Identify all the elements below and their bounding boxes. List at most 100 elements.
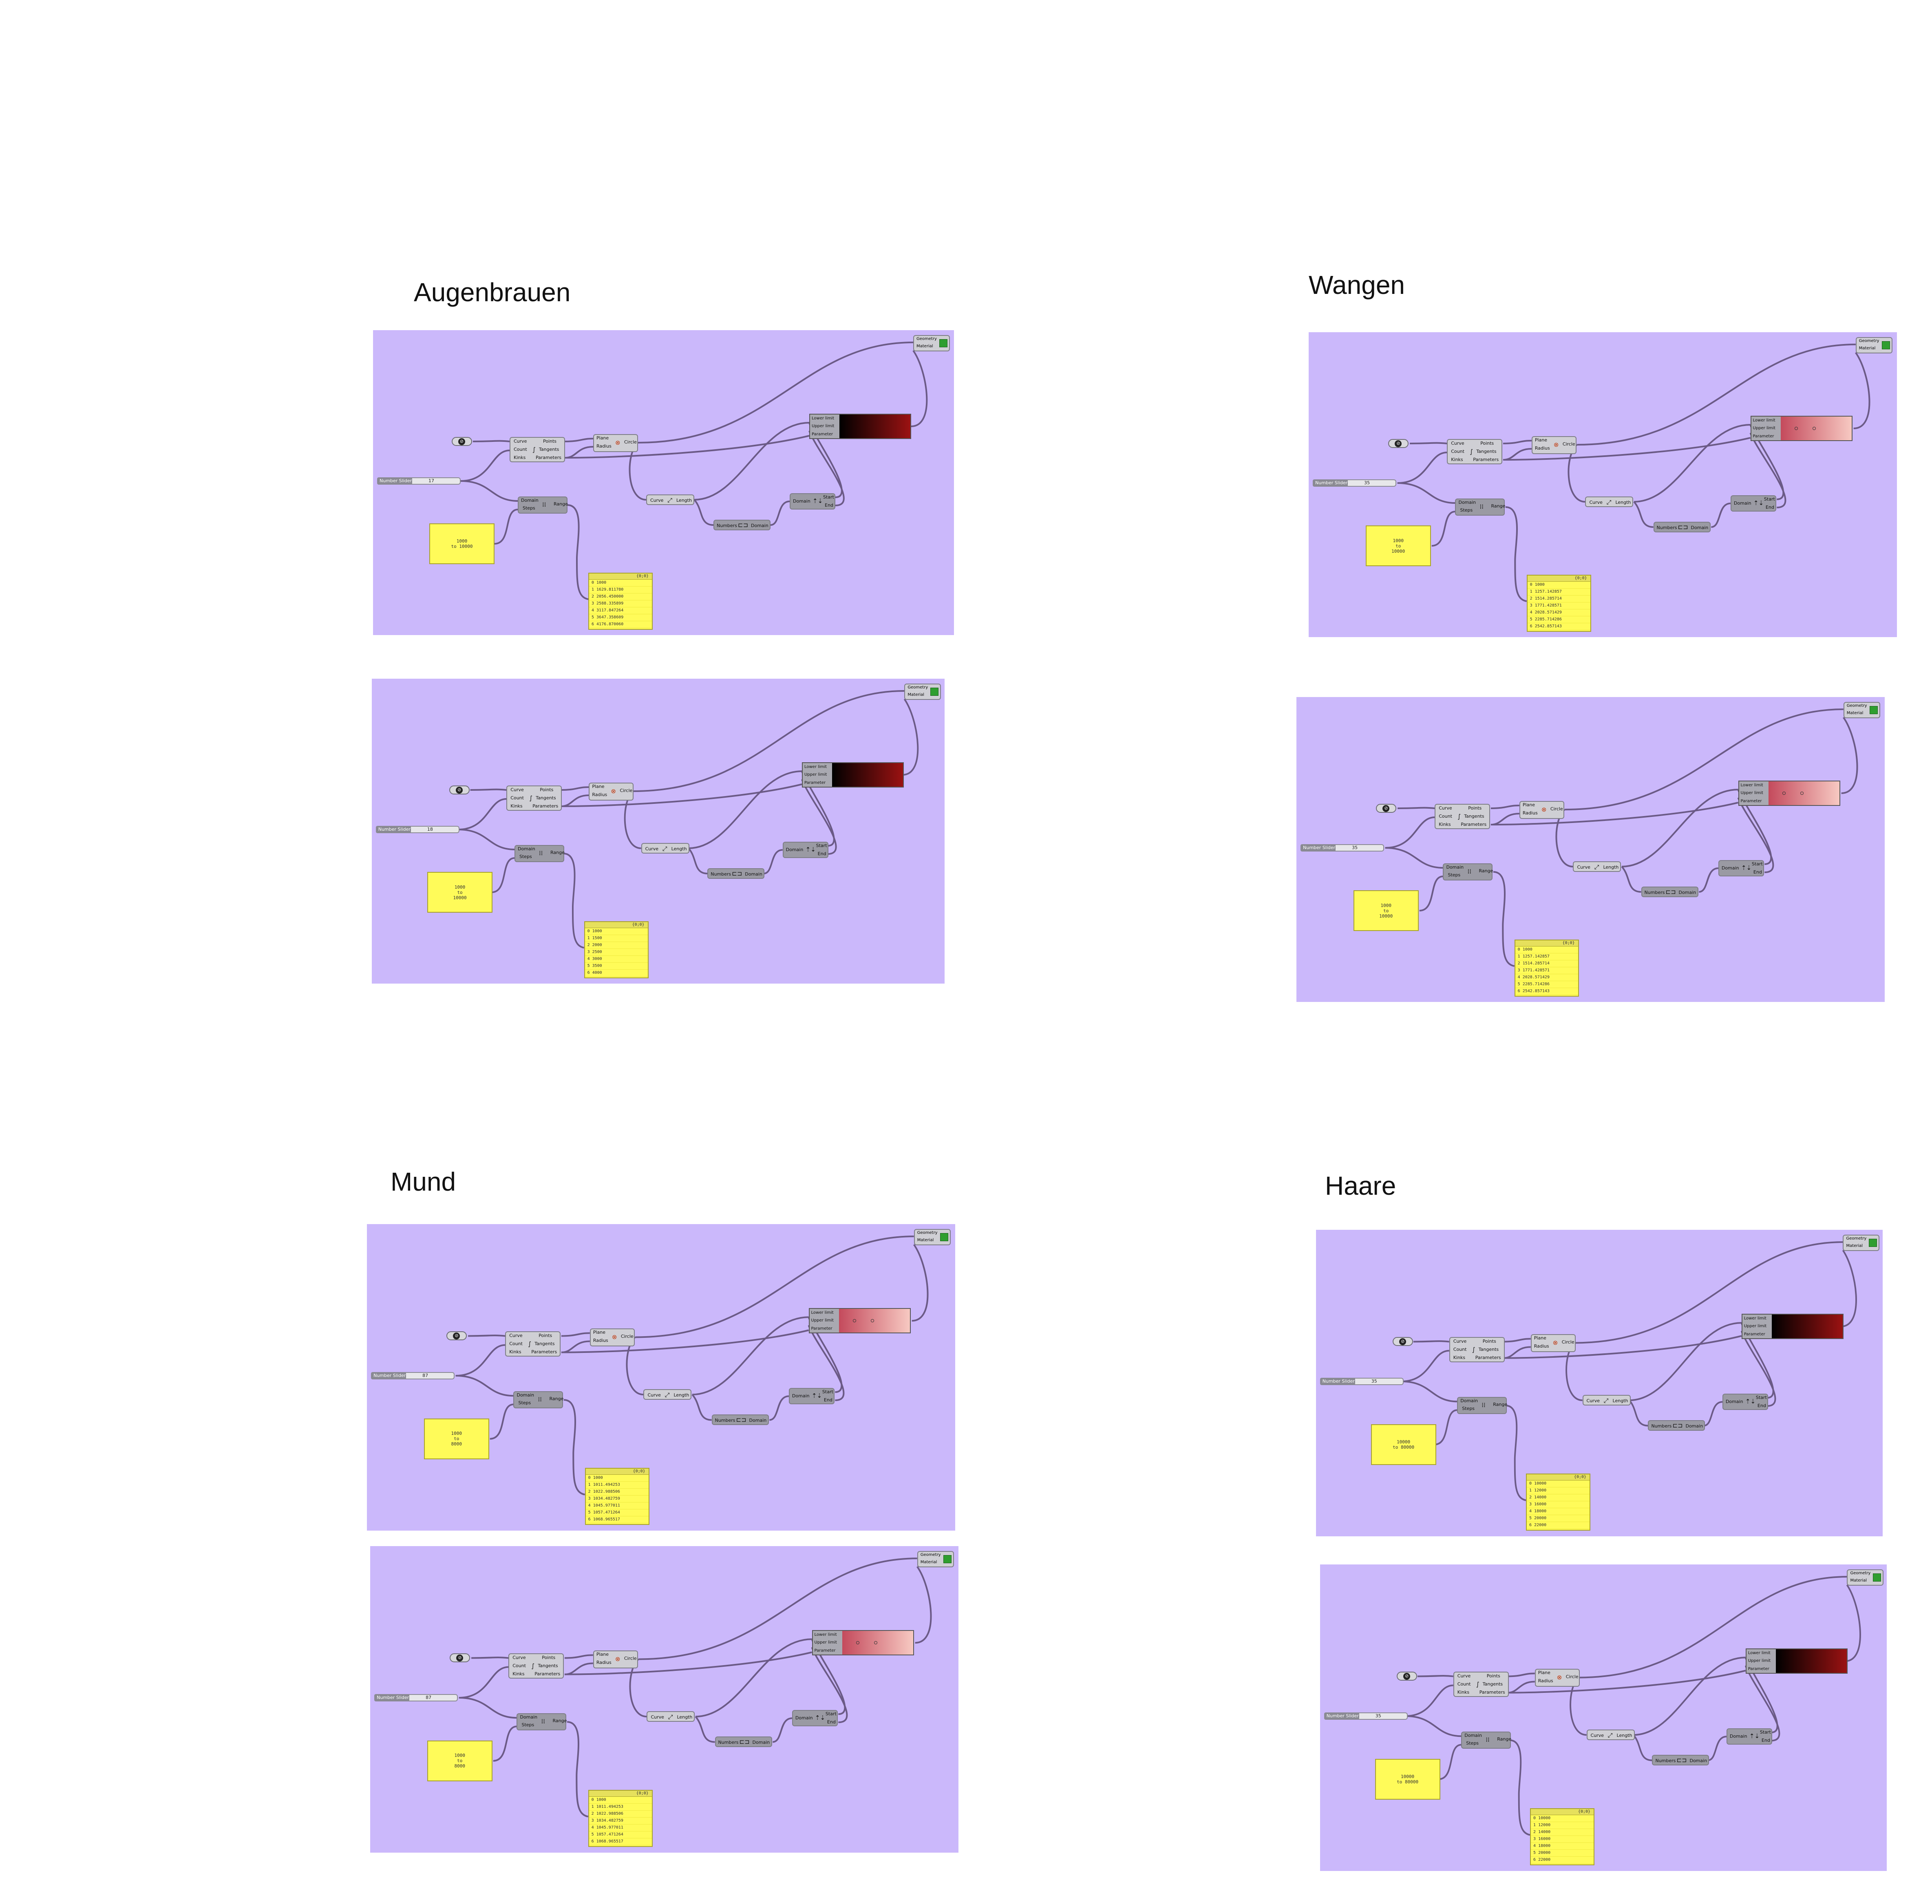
range-component[interactable]: Domain Steps ⁞⁞ Range xyxy=(518,496,568,514)
port-domain[interactable]: Domain xyxy=(517,1392,534,1398)
port-parameters[interactable]: Parameters xyxy=(1475,1355,1501,1361)
divide-curve-component[interactable]: Curve Count Kinks ∫ Points Tangents Para… xyxy=(1447,439,1503,464)
port-kinks[interactable]: Kinks xyxy=(510,803,523,809)
port-start[interactable]: Start xyxy=(1755,1395,1767,1401)
port-numbers[interactable]: Numbers xyxy=(717,523,737,528)
port-domain-out[interactable]: Domain xyxy=(1689,1758,1707,1764)
curve-toggle[interactable]: ⊘ xyxy=(1376,804,1397,813)
port-end[interactable]: End xyxy=(1753,869,1762,875)
length-component[interactable]: Curve ⤢ Length xyxy=(1582,1395,1631,1406)
bounds-component[interactable]: Numbers ⊏⊐ Domain xyxy=(1652,1755,1709,1766)
port-domain-in[interactable]: Domain xyxy=(792,1393,810,1399)
port-geometry[interactable]: Geometry xyxy=(920,1553,941,1558)
range-component[interactable]: Domain Steps ⁞⁞ Range xyxy=(1457,1397,1507,1414)
port-radius[interactable]: Radius xyxy=(1522,810,1538,816)
port-range[interactable]: Range xyxy=(554,501,568,507)
port-count[interactable]: Count xyxy=(509,1341,523,1347)
definition-canvas[interactable]: ⊘ Number Slider 17 Curve Count Kinks ∫ P… xyxy=(373,330,954,635)
divide-curve-component[interactable]: Curve Count Kinks ∫ Points Tangents Para… xyxy=(1449,1337,1505,1363)
port-domain-in[interactable]: Domain xyxy=(1733,501,1751,506)
port-material[interactable]: Material xyxy=(916,344,933,349)
number-slider[interactable]: Number Slider 35 xyxy=(1324,1712,1408,1720)
port-circle[interactable]: Circle xyxy=(624,1656,637,1661)
port-count[interactable]: Count xyxy=(514,447,527,452)
number-slider-track[interactable]: 35 xyxy=(1348,479,1397,487)
circle-component[interactable]: Plane Radius ⊗ Circle xyxy=(593,1650,638,1669)
port-plane[interactable]: Plane xyxy=(596,1652,609,1657)
port-circle[interactable]: Circle xyxy=(1562,441,1575,447)
port-domain-out[interactable]: Domain xyxy=(1678,890,1696,895)
port-domain-out[interactable]: Domain xyxy=(751,523,768,528)
port-circle[interactable]: Circle xyxy=(620,788,633,793)
port-kinks[interactable]: Kinks xyxy=(509,1349,521,1355)
port-curve-in[interactable]: Curve xyxy=(651,1714,664,1720)
port-curve[interactable]: Curve xyxy=(1451,441,1464,446)
port-numbers[interactable]: Numbers xyxy=(711,871,731,877)
port-circle[interactable]: Circle xyxy=(1550,806,1563,812)
gradient-ramp[interactable] xyxy=(1775,1649,1847,1673)
number-slider-track[interactable]: 87 xyxy=(406,1372,455,1379)
port-parameter[interactable]: Parameter xyxy=(814,1648,836,1653)
port-circle[interactable]: Circle xyxy=(620,1334,634,1339)
port-numbers[interactable]: Numbers xyxy=(1656,525,1677,530)
port-tangents[interactable]: Tangents xyxy=(534,1341,555,1347)
range-component[interactable]: Domain Steps ⁞⁞ Range xyxy=(513,1391,564,1409)
gradient-component[interactable]: Lower limit Upper limit Parameter xyxy=(812,1630,914,1656)
port-tangents[interactable]: Tangents xyxy=(538,1663,558,1669)
port-numbers[interactable]: Numbers xyxy=(718,1740,739,1745)
custom-preview-component[interactable]: Geometry Material xyxy=(1843,1235,1880,1251)
port-range[interactable]: Range xyxy=(549,1396,564,1402)
port-length[interactable]: Length xyxy=(673,1392,689,1398)
length-component[interactable]: Curve ⤢ Length xyxy=(1585,496,1634,507)
gradient-grip[interactable] xyxy=(853,1319,857,1323)
port-upper-limit[interactable]: Upper limit xyxy=(1740,791,1763,796)
port-count[interactable]: Count xyxy=(510,795,524,801)
port-domain-in[interactable]: Domain xyxy=(1721,865,1739,871)
port-domain-in[interactable]: Domain xyxy=(786,847,804,852)
range-component[interactable]: Domain Steps ⁞⁞ Range xyxy=(1443,863,1493,880)
gradient-component[interactable]: Lower limit Upper limit Parameter xyxy=(1741,1314,1844,1339)
number-slider[interactable]: Number Slider 87 xyxy=(371,1372,455,1379)
definition-canvas[interactable]: ⊘ Number Slider 35 Curve Count Kinks ∫ P… xyxy=(1309,332,1897,637)
port-start[interactable]: Start xyxy=(1751,861,1763,867)
port-points[interactable]: Points xyxy=(543,439,557,444)
port-parameter[interactable]: Parameter xyxy=(812,432,833,437)
port-upper-limit[interactable]: Upper limit xyxy=(1748,1659,1771,1664)
gradient-component[interactable]: Lower limit Upper limit Parameter xyxy=(1738,781,1840,806)
custom-preview-component[interactable]: Geometry Material xyxy=(913,335,950,351)
length-component[interactable]: Curve ⤢ Length xyxy=(646,494,694,505)
port-plane[interactable]: Plane xyxy=(1535,437,1547,443)
port-curve[interactable]: Curve xyxy=(510,787,524,792)
divide-curve-component[interactable]: Curve Count Kinks ∫ Points Tangents Para… xyxy=(508,1653,564,1679)
gradient-component[interactable]: Lower limit Upper limit Parameter xyxy=(809,414,911,439)
port-geometry[interactable]: Geometry xyxy=(1859,339,1879,343)
port-material[interactable]: Material xyxy=(1846,711,1864,715)
port-domain-out[interactable]: Domain xyxy=(752,1740,770,1745)
number-slider-track[interactable]: 35 xyxy=(1359,1712,1408,1720)
port-parameter[interactable]: Parameter xyxy=(1753,434,1774,439)
gradient-grip[interactable] xyxy=(1782,792,1786,795)
port-radius[interactable]: Radius xyxy=(596,443,612,449)
port-geometry[interactable]: Geometry xyxy=(907,685,928,690)
range-component[interactable]: Domain Steps ⁞⁞ Range xyxy=(514,845,565,862)
port-start[interactable]: Start xyxy=(822,1389,833,1395)
deconstruct-domain-component[interactable]: Domain ⇡⇣ Start End xyxy=(1718,860,1764,876)
curve-toggle[interactable]: ⊘ xyxy=(449,785,470,794)
gradient-grip[interactable] xyxy=(1812,427,1816,430)
port-end[interactable]: End xyxy=(825,503,833,508)
port-start[interactable]: Start xyxy=(1760,1730,1771,1735)
circle-component[interactable]: Plane Radius ⊗ Circle xyxy=(1531,436,1577,454)
length-component[interactable]: Curve ⤢ Length xyxy=(1573,861,1621,872)
port-length[interactable]: Length xyxy=(676,498,692,503)
port-plane[interactable]: Plane xyxy=(592,784,605,789)
bounds-component[interactable]: Numbers ⊏⊐ Domain xyxy=(1648,1420,1705,1431)
curve-toggle[interactable]: ⊘ xyxy=(1388,439,1409,448)
gradient-grip[interactable] xyxy=(870,1319,874,1323)
definition-canvas[interactable]: ⊘ Number Slider 18 Curve Count Kinks ∫ P… xyxy=(372,679,945,984)
